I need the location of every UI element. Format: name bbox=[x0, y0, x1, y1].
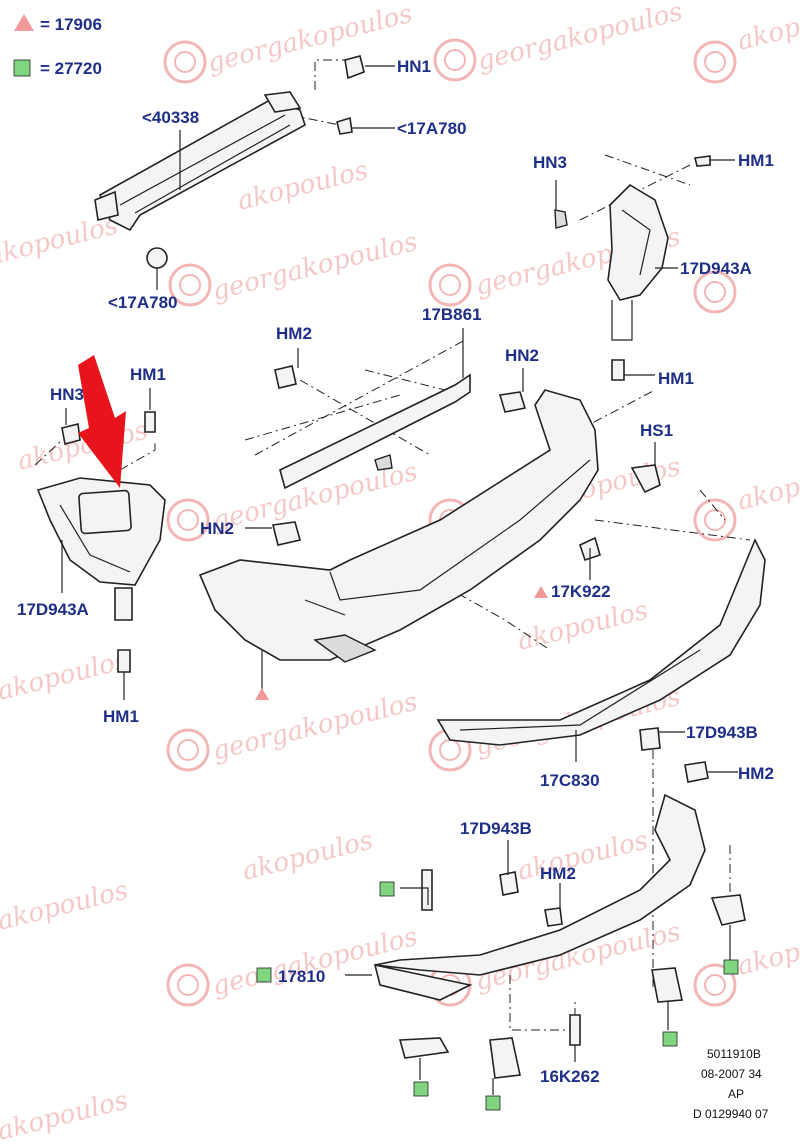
watermark-text: akopoulos bbox=[234, 155, 371, 216]
bumper-cover bbox=[198, 389, 661, 663]
label-hm2-bottom: HM2 bbox=[540, 864, 576, 883]
label-hn3-left: HN3 bbox=[50, 385, 84, 404]
square-marker-clip-right bbox=[723, 959, 739, 975]
square-marker-clip-bottom-left bbox=[413, 1081, 429, 1097]
left-bracket-17d943a bbox=[36, 411, 166, 673]
watermark-text: akopoulos bbox=[514, 825, 651, 886]
square-marker-clip-bottom-center bbox=[485, 1095, 501, 1111]
plug-17a780-right bbox=[336, 116, 353, 135]
footer-line-4: D 0129940 07 bbox=[693, 1107, 769, 1121]
watermark-logo bbox=[166, 963, 210, 1007]
label-hm2-center: HM2 bbox=[276, 324, 312, 343]
watermark-text: akopoulos bbox=[514, 595, 651, 656]
label-17d943a-left: 17D943A bbox=[17, 600, 89, 619]
label-17a780-left: <17A780 bbox=[108, 293, 177, 312]
label-17b861: 17B861 bbox=[422, 305, 482, 324]
label-hm2-right: HM2 bbox=[738, 764, 774, 783]
watermark-text: akopoulos bbox=[0, 875, 131, 936]
valance-17c830 bbox=[436, 538, 766, 746]
label-hn1-top: HN1 bbox=[397, 57, 431, 76]
watermark-text: akopoulos bbox=[0, 1085, 131, 1146]
legend-triangle-icon bbox=[14, 14, 34, 31]
red-arrow-icon bbox=[78, 355, 126, 488]
label-16k262: 16K262 bbox=[540, 1067, 600, 1086]
diffuser-17810 bbox=[373, 727, 746, 1079]
bracket-hn1-top bbox=[344, 55, 365, 80]
label-17c830: 17C830 bbox=[540, 771, 600, 790]
watermark-text: akopoulos bbox=[14, 415, 151, 476]
label-hn2-right: HN2 bbox=[505, 346, 539, 365]
label-17a780-right: <17A780 bbox=[397, 119, 466, 138]
square-marker-17810 bbox=[256, 967, 272, 983]
watermark-logo bbox=[693, 498, 737, 542]
right-bracket-17d943a bbox=[554, 155, 711, 381]
legend-square-icon bbox=[13, 59, 31, 77]
watermark-logo bbox=[166, 498, 210, 542]
watermark-text: akopoulos bbox=[734, 0, 800, 57]
plug-17a780-left bbox=[146, 247, 168, 269]
label-hn3-right: HN3 bbox=[533, 153, 567, 172]
reinforcement-beam bbox=[94, 55, 365, 269]
part-labels: HN1 <40338 <17A780 <17A780 HN3 HM1 17D94… bbox=[17, 57, 774, 1111]
watermark-text: georgakopoulos bbox=[209, 227, 420, 307]
legend-square-label: = 27720 bbox=[40, 59, 102, 78]
label-40338: <40338 bbox=[142, 108, 199, 127]
legend-triangle-label: = 17906 bbox=[40, 15, 102, 34]
triangle-marker-bumper bbox=[255, 688, 269, 700]
watermark-text: akopoulos bbox=[239, 825, 376, 886]
footer-line-3: AP bbox=[728, 1087, 744, 1101]
label-17d943b-center: 17D943B bbox=[460, 819, 532, 838]
footer-line-2: 08-2007 34 bbox=[701, 1067, 762, 1081]
watermark-logo bbox=[428, 263, 472, 307]
footer-line-1: 5011910B bbox=[707, 1047, 761, 1061]
watermark-text: akopoulos bbox=[0, 645, 131, 706]
label-17d943b-right: 17D943B bbox=[686, 723, 758, 742]
label-hs1: HS1 bbox=[640, 421, 673, 440]
watermark-logo bbox=[693, 270, 737, 314]
watermark-logo bbox=[168, 263, 212, 307]
watermark-text: georgakopoulos bbox=[209, 687, 420, 767]
label-hm1-left-top: HM1 bbox=[130, 365, 166, 384]
label-hm1-top-right: HM1 bbox=[738, 151, 774, 170]
watermark-logo bbox=[433, 38, 477, 82]
label-17k922: 17K922 bbox=[551, 582, 611, 601]
square-marker-clip-left bbox=[379, 881, 395, 897]
legend: = 17906 = 27720 bbox=[13, 14, 102, 78]
label-hm1-mid-right: HM1 bbox=[658, 369, 694, 388]
footer-codes: 5011910B 08-2007 34 AP D 0129940 07 bbox=[693, 1047, 769, 1121]
leader-lines bbox=[61, 65, 738, 1095]
watermark-text: georgakopoulos bbox=[474, 0, 685, 77]
square-marker-clip-right-low bbox=[662, 1031, 678, 1047]
watermark-text: akopoulos bbox=[0, 210, 121, 271]
label-hm1-left-bottom: HM1 bbox=[103, 707, 139, 726]
triangle-marker-17k922 bbox=[534, 586, 548, 598]
watermark-logo bbox=[166, 728, 210, 772]
watermark-text: georgakopoulos bbox=[204, 0, 415, 79]
watermark-text: akopoulos bbox=[734, 455, 800, 516]
watermark-text: akopoulos bbox=[734, 920, 800, 981]
filler-17b861 bbox=[274, 365, 471, 490]
label-17810: 17810 bbox=[278, 967, 325, 986]
label-hn2-left: HN2 bbox=[200, 519, 234, 538]
watermark-logo bbox=[693, 963, 737, 1007]
label-17d943a-right: 17D943A bbox=[680, 259, 752, 278]
watermark-logo bbox=[163, 40, 207, 84]
watermark-logo bbox=[693, 40, 737, 84]
